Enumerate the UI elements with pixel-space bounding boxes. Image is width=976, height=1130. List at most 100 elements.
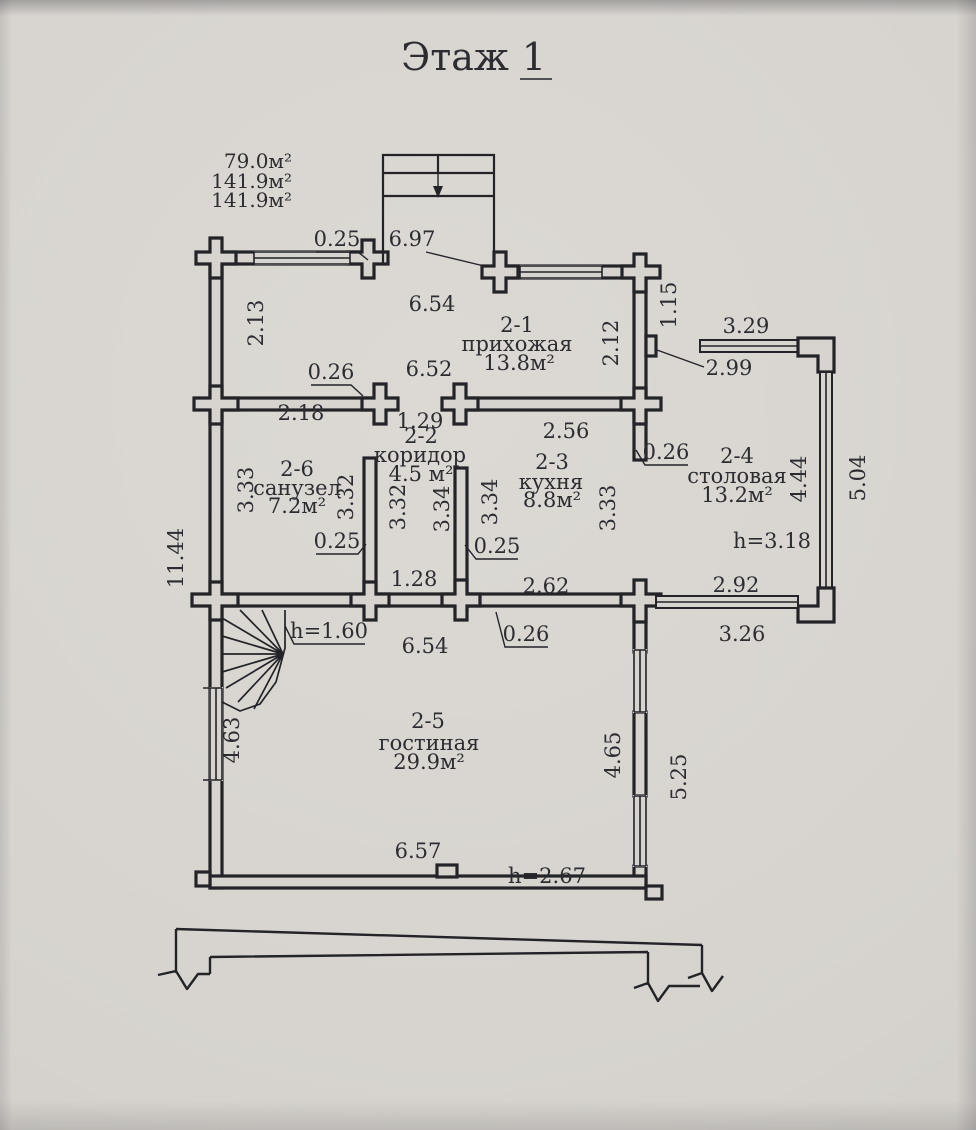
dim-living-window: 4.63: [220, 717, 244, 764]
room-num: 2-2: [404, 424, 438, 448]
terrace: [157, 927, 724, 1003]
wall-joint: [480, 250, 520, 294]
dim-dining-bottom-inner: 2.92: [713, 573, 760, 597]
leader-bath-opening: [311, 384, 364, 397]
dim-living-right-outer: 5.25: [667, 754, 691, 801]
terrace-break-right: [687, 945, 724, 993]
room-area: 13.8м²: [483, 351, 555, 375]
dim-dining-top-inner: 2.99: [706, 356, 753, 380]
dim-bath-right: 3.32: [334, 474, 358, 521]
dim-bath-top: 2.18: [278, 401, 325, 425]
dimension-labels: 0.25 6.97 6.54 6.52 0.26 2.18 1.29 2.56 …: [278, 227, 811, 888]
window-living-left: [203, 687, 223, 781]
stairs-outline: [221, 610, 286, 712]
dim-corridor-wall: 0.25: [474, 534, 521, 558]
room-area: 13.2м²: [701, 483, 773, 507]
dim-living-bottom: 6.57: [395, 839, 442, 863]
dim-left-total: 11.44: [164, 528, 188, 588]
wall-joint: [360, 382, 400, 426]
wall-joint: [619, 578, 663, 624]
dim-dining-right-inner: 4.44: [787, 456, 811, 503]
dim-kitchen-right: 3.33: [596, 485, 620, 532]
page-title: Этаж: [401, 35, 509, 79]
room-area: 7.2м²: [268, 494, 326, 518]
terrace-outer: [157, 927, 703, 991]
window-living-right-2: [633, 795, 647, 867]
summary-area-2: 141.9м²: [211, 169, 292, 193]
room-num: 2-1: [500, 313, 534, 337]
summary-area-3: 141.9м²: [211, 188, 292, 212]
leader-lines: [284, 251, 705, 648]
corner-step-right: [644, 884, 664, 901]
dim-dining-top-outer: 3.29: [723, 314, 770, 338]
room-name: столовая: [687, 464, 787, 488]
dim-living-height: h=2.67: [508, 864, 586, 888]
dim-bath-left: 3.33: [234, 467, 258, 514]
wall-joint: [349, 580, 391, 622]
area-summary: 79.0м² 141.9м² 141.9м²: [211, 149, 292, 212]
entrance-porch: [381, 153, 496, 265]
wall-joint: [192, 384, 240, 426]
dim-corridor-doorway: 1.29: [397, 409, 444, 433]
dim-kitchen-bottom: 2.62: [523, 574, 570, 598]
wall-kitchen-top: [458, 396, 648, 412]
dim-dining-bottom-outer: 3.26: [719, 622, 766, 646]
room-label-hallway: 2-1 прихожая 13.8м²: [461, 313, 572, 375]
dining-corner-bottom: [796, 586, 836, 624]
dim-corridor-left: 3.32: [386, 484, 410, 531]
leader-dining-door: [635, 449, 688, 466]
windows: [203, 251, 647, 867]
room-label-living: 2-5 гостиная 29.9м²: [379, 709, 480, 774]
wall-joint: [190, 580, 240, 622]
stairs: [221, 609, 286, 712]
dim-porch: 6.97: [389, 227, 436, 251]
room-area: 4.5 м²: [389, 462, 454, 486]
wall-threshold-notch: [435, 863, 459, 879]
dim-stairs-height: h=1.60: [290, 619, 368, 643]
wall-joint: [619, 386, 663, 426]
window-top-left: [253, 251, 351, 265]
wall-joint: [440, 382, 480, 426]
dim-bath-wall: 0.25: [314, 529, 361, 553]
wall-joint: [440, 578, 482, 622]
window-top-right: [519, 265, 603, 279]
dim-corridor-right: 3.34: [430, 486, 454, 533]
dim-living-top: 6.54: [402, 634, 449, 658]
wall-exterior-left: [208, 250, 224, 890]
dim-top-thickness: 0.25: [314, 227, 361, 251]
room-label-dining: 2-4 столовая 13.2м²: [687, 444, 787, 507]
dim-living-right-inner: 4.65: [601, 732, 625, 779]
room-num: 2-4: [720, 444, 754, 468]
room-name: прихожая: [461, 332, 572, 356]
leader-top-thickness: [316, 251, 369, 261]
dim-left-upper: 2.13: [244, 300, 268, 347]
dimension-labels-vertical: 2.13 11.44 3.33 3.32 3.32 3.34 3.34 3.33…: [164, 282, 870, 801]
summary-area-1: 79.0м²: [224, 149, 292, 173]
leader-corridor-wall: [464, 544, 518, 560]
dim-dining-door: 0.26: [643, 440, 690, 464]
dim-dining-right-outer: 5.04: [846, 455, 870, 502]
dim-kitchen-wall: 0.26: [503, 622, 550, 646]
room-area: 8.8м²: [523, 488, 581, 512]
leader-stairs-height: [284, 625, 365, 645]
entry-arrow-icon: [433, 186, 443, 198]
room-label-kitchen: 2-3 кухня 8.8м²: [519, 450, 584, 512]
corner-step-left: [194, 870, 212, 888]
dim-hall-upper: 6.54: [409, 292, 456, 316]
wall-living-right-b: [632, 710, 648, 798]
wall-joint: [620, 252, 662, 294]
dim-kitchen-top: 2.56: [543, 419, 590, 443]
wall-pier: [644, 334, 658, 358]
room-name: коридор: [374, 443, 466, 467]
dim-hall-right: 2.12: [599, 320, 623, 367]
floor-number: 1: [522, 35, 546, 79]
room-label-corridor: 2-2 коридор 4.5 м²: [374, 424, 466, 486]
stairs-treads: [221, 609, 284, 710]
dining-walls: [655, 336, 836, 624]
dim-bath-opening: 0.26: [308, 360, 355, 384]
dim-dining-height: h=3.18: [733, 529, 811, 553]
dim-kitchen-left: 3.34: [478, 479, 502, 526]
leader-porch: [425, 251, 485, 267]
